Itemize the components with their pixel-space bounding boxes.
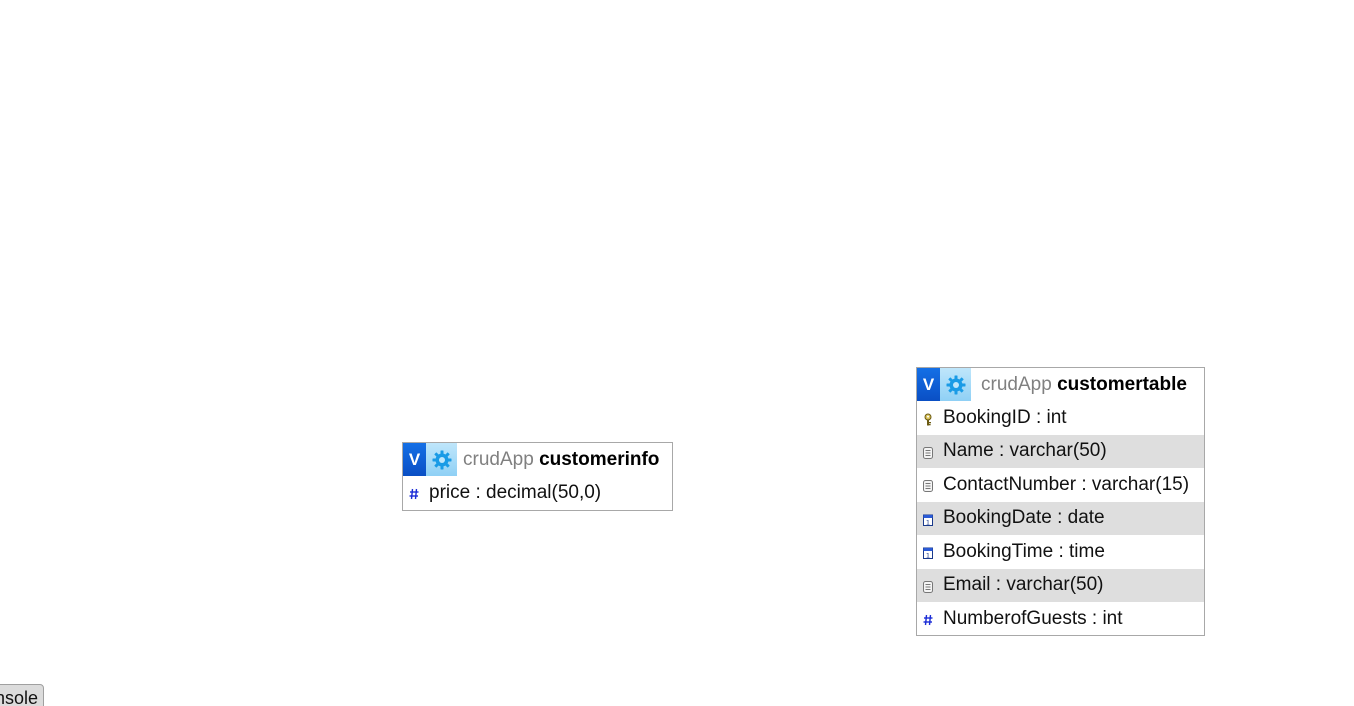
table-title[interactable]: crudApp customertable bbox=[971, 374, 1193, 396]
gear-icon bbox=[946, 375, 965, 394]
column-row[interactable]: BookingID : int bbox=[917, 401, 1204, 435]
column-row[interactable]: price : decimal(50,0) bbox=[403, 476, 672, 510]
console-label: nsole bbox=[0, 688, 38, 706]
text-icon bbox=[923, 446, 933, 459]
svg-text:1: 1 bbox=[926, 552, 930, 560]
column-label: ContactNumber : varchar(15) bbox=[943, 473, 1190, 495]
date-icon: 1 bbox=[923, 514, 933, 526]
svg-text:1: 1 bbox=[926, 518, 930, 526]
column-row[interactable]: ContactNumber : varchar(15) bbox=[917, 468, 1204, 502]
column-row[interactable]: Name : varchar(50) bbox=[917, 434, 1204, 468]
column-row[interactable]: Email : varchar(50) bbox=[917, 568, 1204, 602]
numeric-icon bbox=[923, 614, 933, 626]
table-options-button[interactable] bbox=[426, 443, 457, 476]
date-icon: 1 bbox=[923, 547, 933, 560]
column-label: BookingTime : time bbox=[943, 540, 1105, 562]
column-label: price : decimal(50,0) bbox=[429, 481, 602, 503]
table-name: customerinfo bbox=[539, 448, 660, 470]
column-label: Name : varchar(50) bbox=[943, 440, 1107, 462]
toggle-columns-button[interactable]: V bbox=[917, 368, 940, 401]
numeric-icon bbox=[409, 488, 419, 500]
toggle-columns-button[interactable]: V bbox=[403, 443, 426, 476]
column-row[interactable]: NumberofGuests : int bbox=[917, 602, 1204, 636]
column-label: BookingDate : date bbox=[943, 507, 1105, 529]
column-row[interactable]: 1 BookingTime : time bbox=[917, 535, 1204, 569]
table-title[interactable]: crudApp customerinfo bbox=[457, 449, 665, 471]
toggle-label: V bbox=[922, 374, 935, 394]
column-label: NumberofGuests : int bbox=[943, 607, 1123, 629]
database-name: crudApp bbox=[463, 448, 534, 470]
table-customerinfo[interactable]: V bbox=[402, 442, 673, 511]
table-customertable[interactable]: V bbox=[916, 367, 1205, 636]
console-toggle-button[interactable]: nsole bbox=[0, 684, 44, 706]
table-options-button[interactable] bbox=[940, 368, 971, 401]
table-header[interactable]: V bbox=[403, 443, 672, 476]
database-name: crudApp bbox=[981, 373, 1052, 395]
primary-key-icon bbox=[923, 413, 933, 426]
toggle-label: V bbox=[408, 449, 421, 469]
column-label: Email : varchar(50) bbox=[943, 574, 1104, 596]
column-row[interactable]: 1 BookingDate : date bbox=[917, 501, 1204, 535]
text-icon bbox=[923, 580, 933, 593]
gear-icon bbox=[432, 450, 451, 469]
table-name: customertable bbox=[1057, 373, 1187, 395]
column-label: BookingID : int bbox=[943, 406, 1067, 428]
text-icon bbox=[923, 480, 933, 493]
table-header[interactable]: V bbox=[917, 368, 1204, 401]
